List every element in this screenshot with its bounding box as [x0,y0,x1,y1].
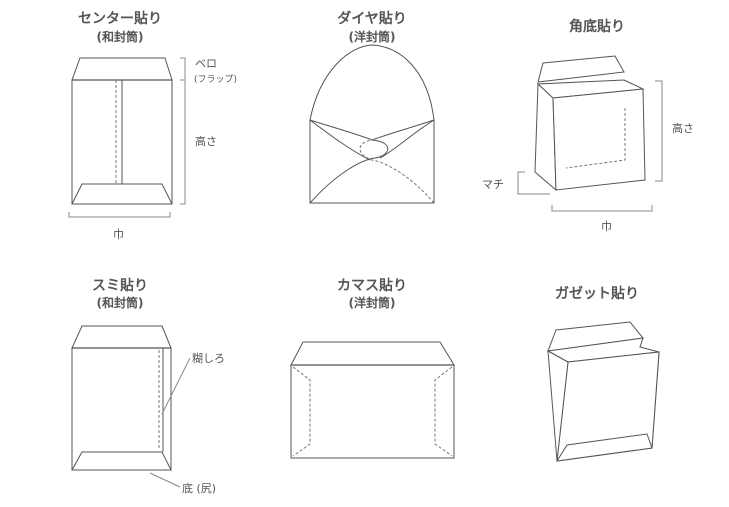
label-flap-sub: (フラップ) [194,74,237,85]
center-envelope: センター貼り (和封筒) ベロ (フラップ) 高さ 巾 [68,10,237,241]
square-bottom-title: 角底貼り [569,18,625,35]
kamasu-title: カマス貼り [337,277,407,294]
kamasu-subtitle: (洋封筒) [349,295,396,310]
center-title: センター貼り [78,10,162,27]
corner-envelope: スミ貼り (和封筒) 糊しろ 底 (尻) [71,277,225,495]
corner-subtitle: (和封筒) [97,295,144,310]
label-flap: ベロ [195,57,217,70]
gusset-title: ガゼット貼り [555,285,639,302]
diamond-subtitle: (洋封筒) [349,29,396,44]
diamond-title: ダイヤ貼り [337,10,407,27]
center-subtitle: (和封筒) [97,29,144,44]
gusset-envelope: ガゼット貼り [546,285,660,462]
corner-title: スミ貼り [92,277,148,294]
kamasu-envelope: カマス貼り (洋封筒) [290,277,455,459]
label-bottom: 底 (尻) [182,481,216,495]
label-height: 高さ [195,134,217,148]
label-width: 巾 [601,219,612,233]
bottom-flap [71,183,173,205]
label-gusset: マチ [482,178,504,191]
flap [71,57,173,81]
label-height: 高さ [672,121,694,135]
diamond-envelope: ダイヤ貼り (洋封筒) [309,10,435,204]
label-glue: 糊しろ [192,351,225,365]
label-width: 巾 [113,227,124,241]
square-bottom-envelope: 角底貼り 高さ マチ 巾 [482,18,694,233]
